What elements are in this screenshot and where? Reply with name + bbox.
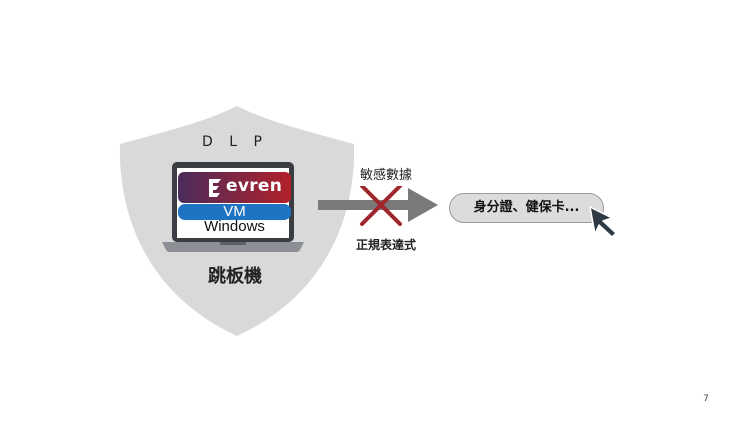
windows-label: Windows (204, 218, 265, 235)
blocked-arrow (318, 186, 438, 226)
mouse-pointer-icon (589, 206, 617, 238)
page-number: 7 (703, 394, 709, 404)
sensitive-data-label: 敏感數據 (359, 168, 412, 183)
vm-bar: VM (178, 204, 291, 220)
id-card-pill[interactable]: 身分證、健保卡... (449, 193, 604, 223)
regex-label: 正規表達式 (355, 238, 416, 252)
jump-server-label: 跳板機 (208, 266, 262, 287)
evren-logo-icon (209, 179, 221, 197)
dlp-label: D L P (202, 134, 268, 150)
arrow-shaft (318, 200, 410, 210)
evren-banner: evren (178, 172, 291, 203)
x-mark-icon (360, 186, 402, 226)
evren-brand-text: evren (226, 176, 283, 196)
laptop-screen: evren VM Windows (178, 172, 291, 235)
arrow-head-icon (408, 188, 438, 222)
